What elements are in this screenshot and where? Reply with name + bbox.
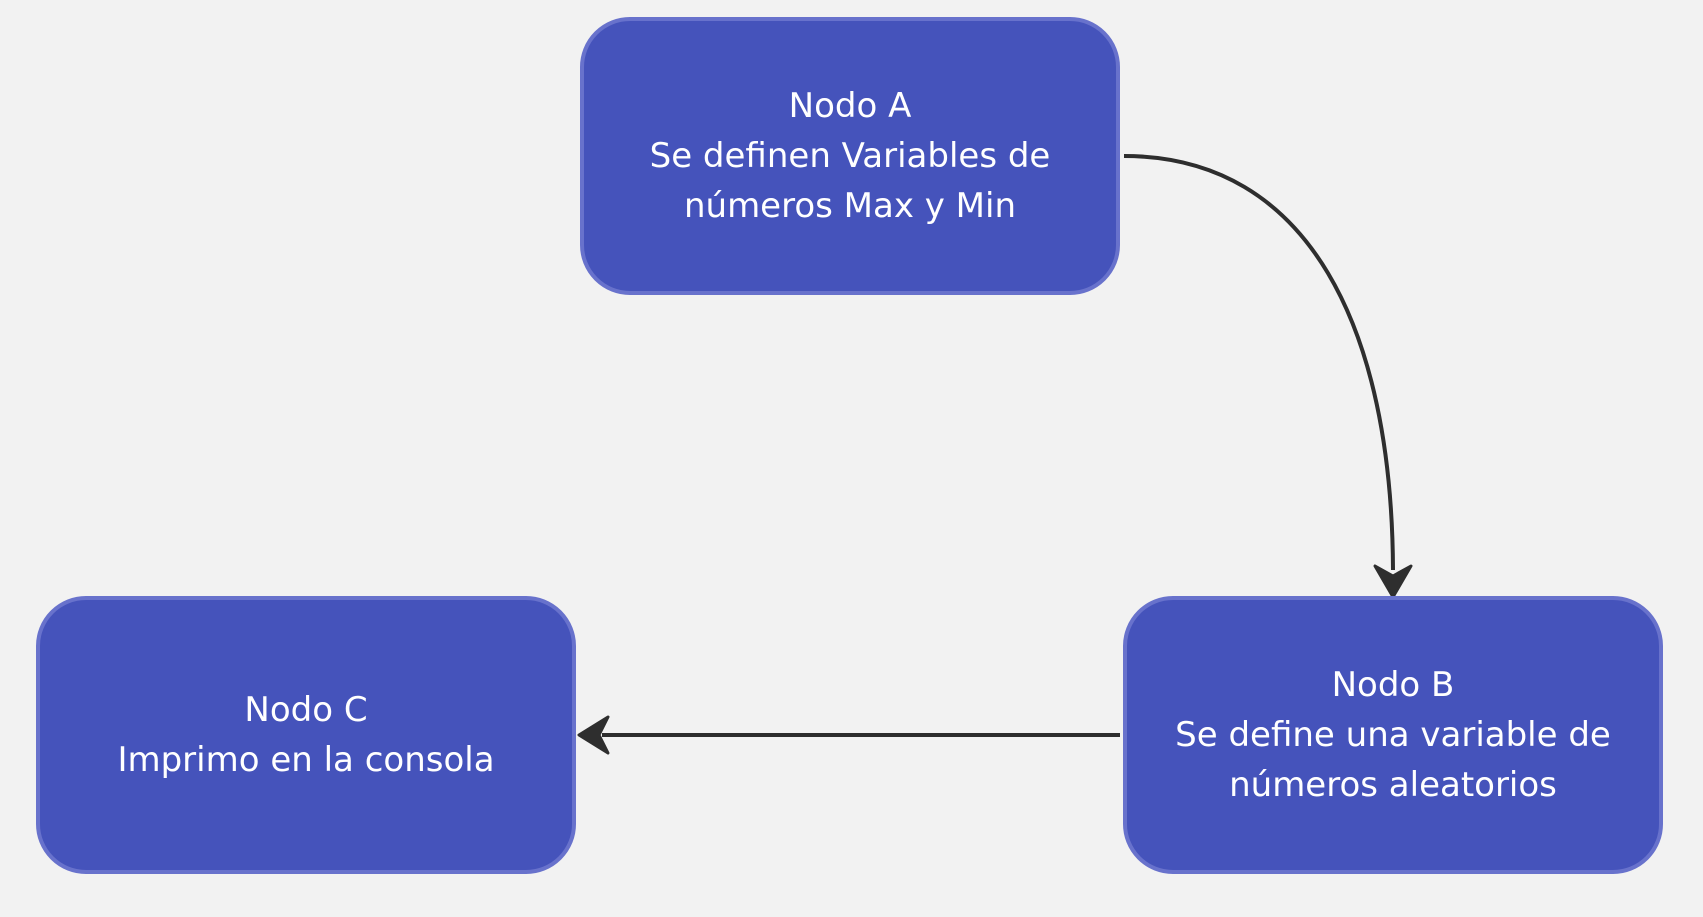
node-b-line-2: Se define una variable de [1175, 715, 1611, 755]
edge-a-to-b-arrowhead [1373, 564, 1413, 599]
node-c[interactable]: Nodo C Imprimo en la consola [36, 596, 576, 874]
node-a-line-3: números Max y Min [683, 186, 1017, 226]
node-a[interactable]: Nodo A Se definen Variables de números M… [580, 17, 1120, 295]
node-b-title: Nodo B [1331, 665, 1455, 705]
node-b[interactable]: Nodo B Se define una variable de números… [1123, 596, 1663, 874]
node-a-line-2: Se definen Variables de [649, 136, 1051, 176]
node-c-line-2: Imprimo en la consola [117, 740, 495, 780]
edge-a-to-b [1123, 154, 1395, 571]
node-a-title: Nodo A [788, 86, 912, 126]
edge-b-to-c-arrowhead [577, 715, 610, 755]
node-c-title: Nodo C [244, 690, 368, 730]
node-b-line-3: números aleatorios [1229, 765, 1557, 805]
